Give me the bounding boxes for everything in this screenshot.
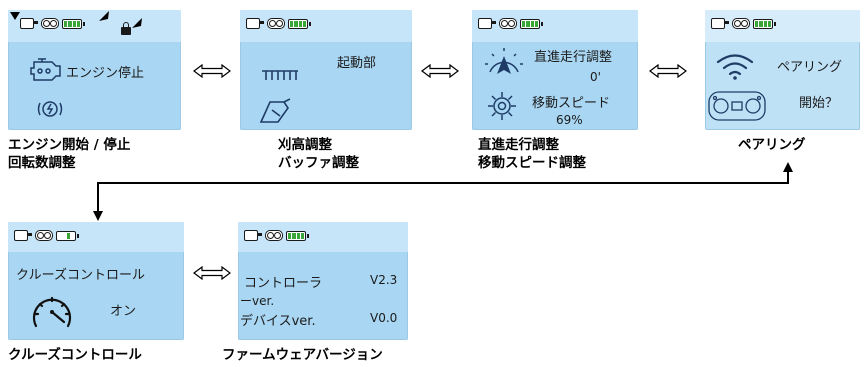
- lcd-screen-straight: 直進走行調整 0' 移動スピード 69%: [472, 10, 638, 130]
- status-bar: [8, 10, 181, 42]
- link-icon: [41, 18, 59, 29]
- lcd-screen-engine: エンジン停止: [8, 10, 181, 130]
- caption-line: バッファ調整: [278, 155, 359, 171]
- caption-line: ペアリング: [738, 137, 806, 153]
- caption-pairing: ペアリング: [738, 136, 806, 154]
- connector-icon: [244, 230, 262, 241]
- status-bar: [240, 10, 412, 42]
- caption-line: 直進走行調整: [478, 137, 559, 153]
- gear-icon: [488, 92, 516, 120]
- battery-icon: [288, 18, 311, 29]
- buffer-icon: [259, 98, 291, 123]
- link-icon: [499, 18, 517, 29]
- cursor-arrow-icon: [132, 18, 142, 28]
- controller-label-text: コントローラ: [244, 276, 323, 291]
- link-icon: [265, 230, 283, 241]
- straight-title-text: 直進走行調整: [534, 50, 613, 65]
- battery-icon: [286, 230, 309, 241]
- caption-line: 移動スピード調整: [478, 155, 586, 171]
- status-bar: [238, 222, 408, 252]
- link-icon: [732, 18, 750, 29]
- speedometer-icon: [32, 296, 72, 328]
- lcd-screen-pairing: ペアリング 開始？: [705, 10, 860, 130]
- cursor-arrow-icon: [99, 11, 109, 21]
- battery-icon: [62, 18, 85, 29]
- device-version-text: V0.0: [370, 311, 398, 325]
- lcd-screen-mower: 起動部: [240, 10, 412, 130]
- caption-firmware: ファームウェアバージョン: [222, 346, 383, 364]
- battery-icon: [753, 18, 776, 29]
- navigate-arrow-icon: [649, 64, 687, 78]
- lcd-screen-firmware: コントローラ V2.3 ーver. デバイスver. V0.0: [238, 222, 408, 340]
- status-bar: [472, 10, 638, 42]
- lcd-screen-cruise: クルーズコントロール オン: [8, 222, 184, 340]
- caption-straight: 直進走行調整 移動スピード調整: [478, 136, 586, 172]
- caption-line: エンジン開始 / 停止: [8, 137, 131, 153]
- cruise-line1-text: クルーズコントロール: [16, 268, 145, 283]
- device-label-text: デバイスver.: [240, 314, 316, 329]
- caption-cruise: クルーズコントロール: [8, 346, 142, 364]
- controller-version-text: V2.3: [370, 273, 398, 287]
- caption-line: ファームウェアバージョン: [222, 347, 383, 363]
- battery-icon: [56, 230, 79, 241]
- engine-status-text: エンジン停止: [66, 66, 145, 81]
- pairing-line2-text: 開始？: [799, 96, 839, 111]
- speed-value-text: 69%: [556, 113, 583, 127]
- wifi-icon: [716, 54, 754, 80]
- straight-value-text: 0': [590, 70, 601, 84]
- connector-icon: [711, 18, 729, 29]
- status-bar: [705, 10, 860, 42]
- vibration-icon: [37, 101, 63, 117]
- engine-icon: [30, 58, 61, 81]
- caption-line: 刈高調整: [278, 137, 332, 153]
- cursor-down-icon: [10, 12, 20, 20]
- navigate-arrow-icon: [193, 266, 231, 280]
- connector-icon: [478, 18, 496, 29]
- cruise-line2-text: オン: [110, 304, 137, 319]
- status-bar: [8, 222, 184, 252]
- caption-line: クルーズコントロール: [8, 347, 142, 363]
- caption-mower: 刈高調整 バッファ調整: [278, 136, 359, 172]
- navigate-arrow-icon: [193, 64, 231, 78]
- link-icon: [35, 230, 53, 241]
- controller-ver-suffix-text: ーver.: [240, 294, 275, 308]
- controller-icon: [708, 91, 766, 121]
- caption-line: 回転数調整: [8, 155, 76, 171]
- pairing-line1-text: ペアリング: [777, 60, 843, 75]
- battery-icon: [520, 18, 543, 29]
- blade-height-icon: [262, 70, 298, 80]
- direction-icon: [485, 48, 523, 74]
- connector-icon: [20, 18, 38, 29]
- connector-icon: [246, 18, 264, 29]
- link-icon: [267, 18, 285, 29]
- mower-label-text: 起動部: [337, 56, 377, 71]
- caption-engine: エンジン開始 / 停止 回転数調整: [8, 136, 130, 172]
- connector-icon: [14, 230, 32, 241]
- navigate-arrow-icon: [421, 64, 459, 78]
- speed-label-text: 移動スピード: [532, 96, 611, 111]
- lock-icon: [121, 22, 131, 35]
